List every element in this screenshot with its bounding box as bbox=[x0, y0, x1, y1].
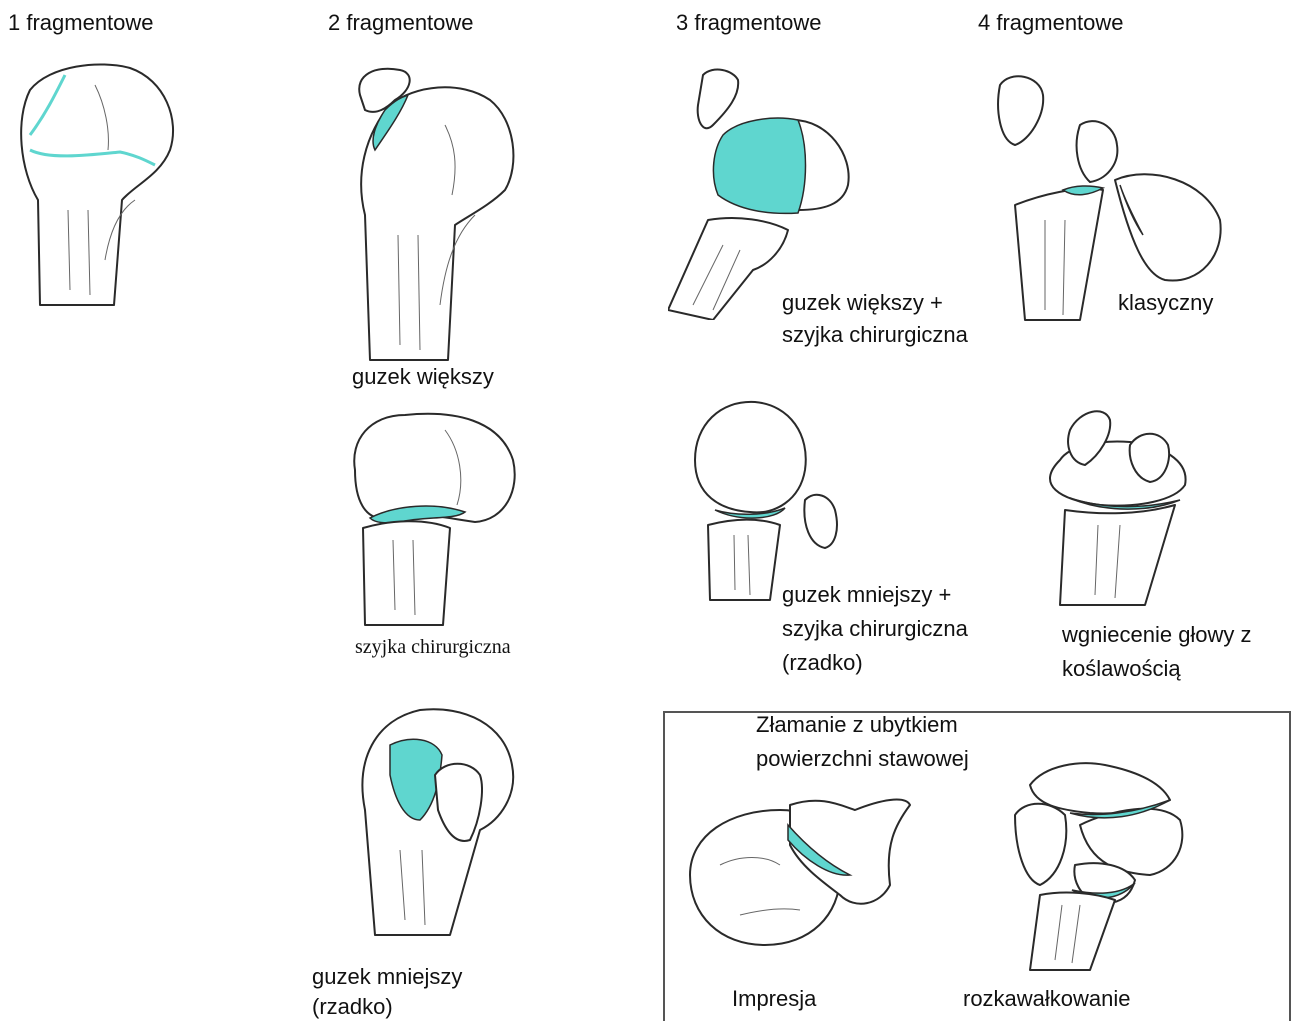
humerus-greater-tuberosity-figure bbox=[340, 65, 530, 365]
humerus-4part-valgus-figure bbox=[1030, 400, 1210, 610]
label-split: rozkawałkowanie bbox=[963, 984, 1131, 1014]
humerus-surgical-neck-figure bbox=[345, 410, 525, 630]
humerus-1-fragment-figure bbox=[10, 60, 180, 310]
box-title-1: Złamanie z ubytkiem bbox=[756, 710, 958, 740]
label-4p-valgus-2: koślawością bbox=[1062, 654, 1181, 684]
header-4-fragment: 4 fragmentowe bbox=[978, 8, 1124, 38]
label-lesser-rare: (rzadko) bbox=[312, 992, 393, 1022]
box-title-2: powierzchni stawowej bbox=[756, 744, 969, 774]
header-2-fragment: 2 fragmentowe bbox=[328, 8, 474, 38]
label-4p-valgus-1: wgniecenie głowy z bbox=[1062, 620, 1252, 650]
humerus-lesser-tuberosity-figure bbox=[350, 700, 530, 940]
label-greater-tuberosity: guzek większy bbox=[352, 362, 494, 392]
label-impression: Impresja bbox=[732, 984, 816, 1014]
label-3p-lesser-3: (rzadko) bbox=[782, 648, 863, 678]
impression-fracture-figure bbox=[680, 795, 920, 955]
head-split-fracture-figure bbox=[1010, 755, 1210, 975]
humerus-3part-greater-figure bbox=[668, 65, 868, 320]
label-surgical-neck: szyjka chirurgiczna bbox=[355, 632, 511, 662]
label-3p-lesser-2: szyjka chirurgiczna bbox=[782, 614, 968, 644]
label-lesser-tuberosity: guzek mniejszy bbox=[312, 962, 462, 992]
label-3p-greater-2: szyjka chirurgiczna bbox=[782, 320, 968, 350]
header-3-fragment: 3 fragmentowe bbox=[676, 8, 822, 38]
humerus-3part-lesser-figure bbox=[690, 400, 860, 605]
label-3p-lesser-1: guzek mniejszy + bbox=[782, 580, 951, 610]
humerus-4part-classic-figure bbox=[985, 70, 1225, 325]
label-4p-classic: klasyczny bbox=[1118, 288, 1213, 318]
header-1-fragment: 1 fragmentowe bbox=[8, 8, 154, 38]
label-3p-greater-1: guzek większy + bbox=[782, 288, 943, 318]
